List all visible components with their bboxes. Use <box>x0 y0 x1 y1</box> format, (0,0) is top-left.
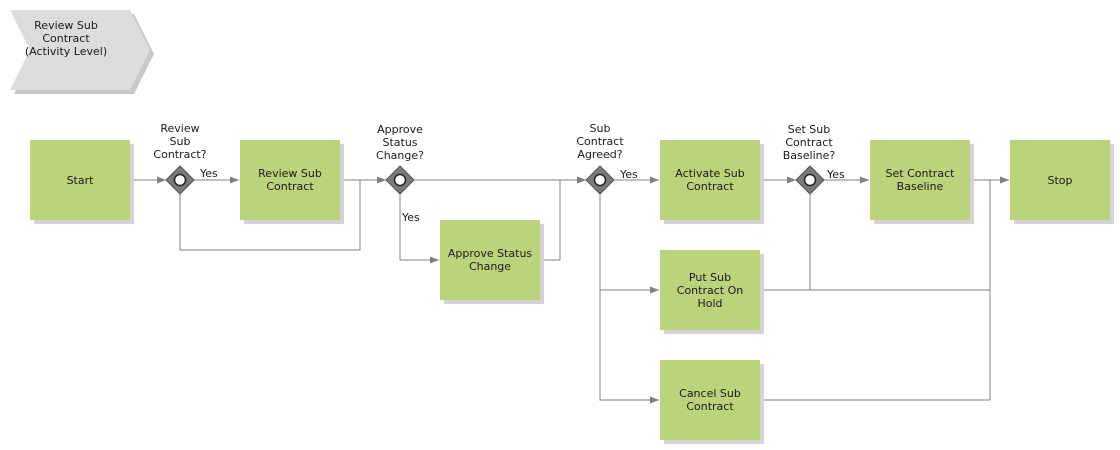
gateway-label-approve-status-change: Approve Status Change? <box>376 123 424 162</box>
task-cancel-sub-contract[interactable]: Cancel Sub Contract <box>660 360 760 440</box>
banner-title: Review Sub Contract (Activity Level) <box>24 19 108 58</box>
gateway-set-baseline[interactable] <box>795 165 825 195</box>
edge-label-yes: Yes <box>200 167 218 180</box>
gateway-label-sub-contract-agreed: Sub Contract Agreed? <box>576 122 624 161</box>
edge-g3-to-cancel <box>599 290 659 404</box>
gateway-label-review-sub-contract: Review Sub Contract? <box>153 122 207 161</box>
gateway-sub-contract-agreed[interactable] <box>585 165 615 195</box>
task-put-sub-contract-on-hold[interactable]: Put Sub Contract On Hold <box>660 250 760 330</box>
task-start[interactable]: Start <box>30 140 130 220</box>
gateway-label-set-sub-contract-baseline: Set Sub Contract Baseline? <box>782 123 836 162</box>
task-set-contract-baseline[interactable]: Set Contract Baseline <box>870 140 970 220</box>
process-banner <box>10 10 154 94</box>
edge-g2-to-approve <box>399 194 439 264</box>
edge-label-yes: Yes <box>620 168 638 181</box>
gateway-approve-status-change[interactable] <box>385 165 415 195</box>
edge-label-yes: Yes <box>827 168 845 181</box>
task-activate-sub-contract[interactable]: Activate Sub Contract <box>660 140 760 220</box>
gateway-review-sub-contract[interactable] <box>165 165 195 195</box>
task-approve-status-change[interactable]: Approve Status Change <box>440 220 540 300</box>
task-review-sub-contract[interactable]: Review Sub Contract <box>240 140 340 220</box>
task-stop[interactable]: Stop <box>1010 140 1110 220</box>
connectors <box>130 176 1009 404</box>
edge-cancel-to-stop <box>760 176 1009 401</box>
edge-approve-to-g3 <box>540 176 586 261</box>
edge-g3-to-hold <box>599 194 659 294</box>
edge-label-yes: Yes <box>402 211 420 224</box>
